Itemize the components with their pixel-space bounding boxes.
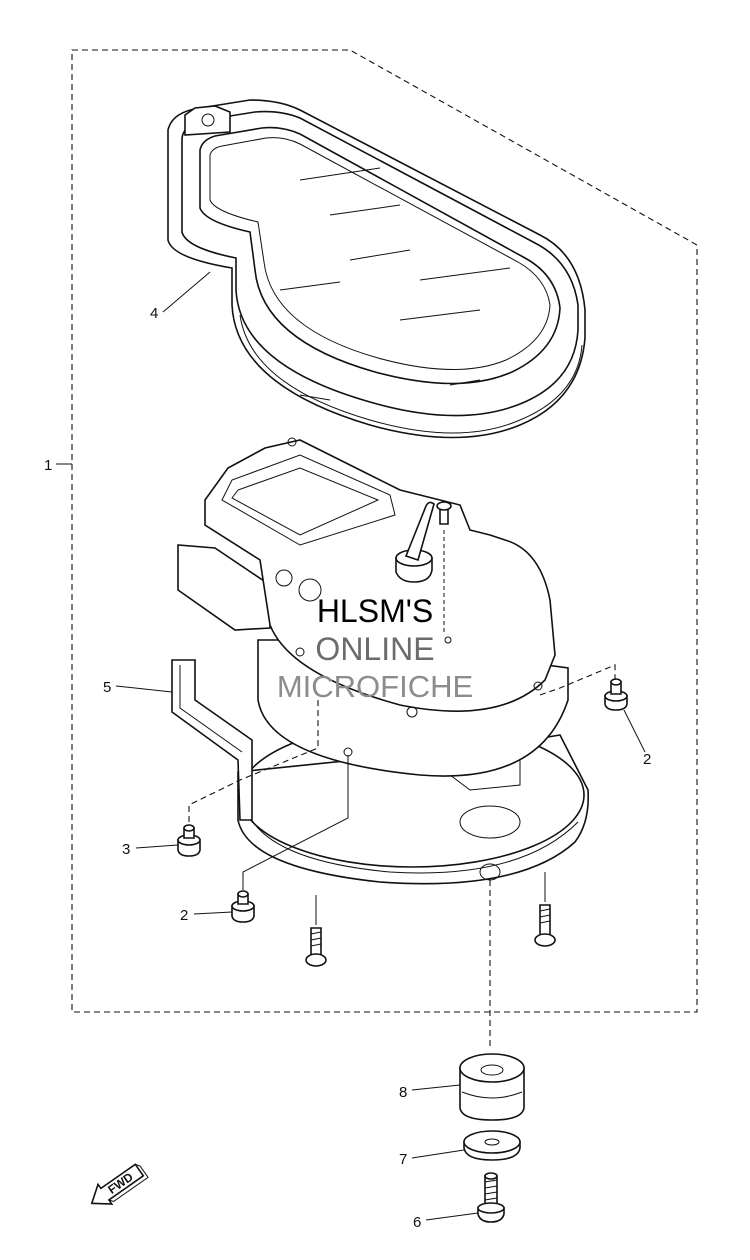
callout-6: 6 xyxy=(413,1214,421,1231)
callout-1: 1 xyxy=(44,457,52,474)
leader-2-right xyxy=(623,709,646,753)
part-6-screw xyxy=(477,1172,505,1223)
leader-6 xyxy=(425,1212,479,1221)
part-2-grommet-right xyxy=(539,664,628,711)
assembly-boundary xyxy=(71,49,698,1013)
leader-5 xyxy=(115,685,173,693)
part-5-meter-body xyxy=(171,437,590,885)
callout-5: 5 xyxy=(103,679,111,696)
callout-7: 7 xyxy=(399,1151,407,1168)
watermark-line-3: MICROFICHE xyxy=(277,669,473,704)
screw-bottom-right xyxy=(534,872,556,947)
callout-2-left: 2 xyxy=(180,907,188,924)
callout-4: 4 xyxy=(150,305,158,322)
leader-4 xyxy=(162,271,211,313)
callout-2-right: 2 xyxy=(643,751,651,768)
watermark-line-2: ONLINE xyxy=(315,631,434,667)
fwd-arrow-icon: FWD xyxy=(90,1163,149,1205)
part-4-lens-cover xyxy=(167,99,586,439)
part-8-damper xyxy=(459,1053,525,1121)
part-3-grommet xyxy=(177,700,319,857)
watermark-line-1: HLSM'S xyxy=(317,593,433,629)
screw-bottom-left xyxy=(305,895,327,967)
part-7-washer xyxy=(463,1130,521,1161)
leader-8 xyxy=(411,1084,461,1091)
callout-8: 8 xyxy=(399,1084,407,1101)
leader-3 xyxy=(135,844,179,849)
part-2-grommet-left xyxy=(231,755,349,923)
leader-2-left xyxy=(193,911,233,915)
leader-7 xyxy=(411,1149,465,1159)
callout-3: 3 xyxy=(122,841,130,858)
